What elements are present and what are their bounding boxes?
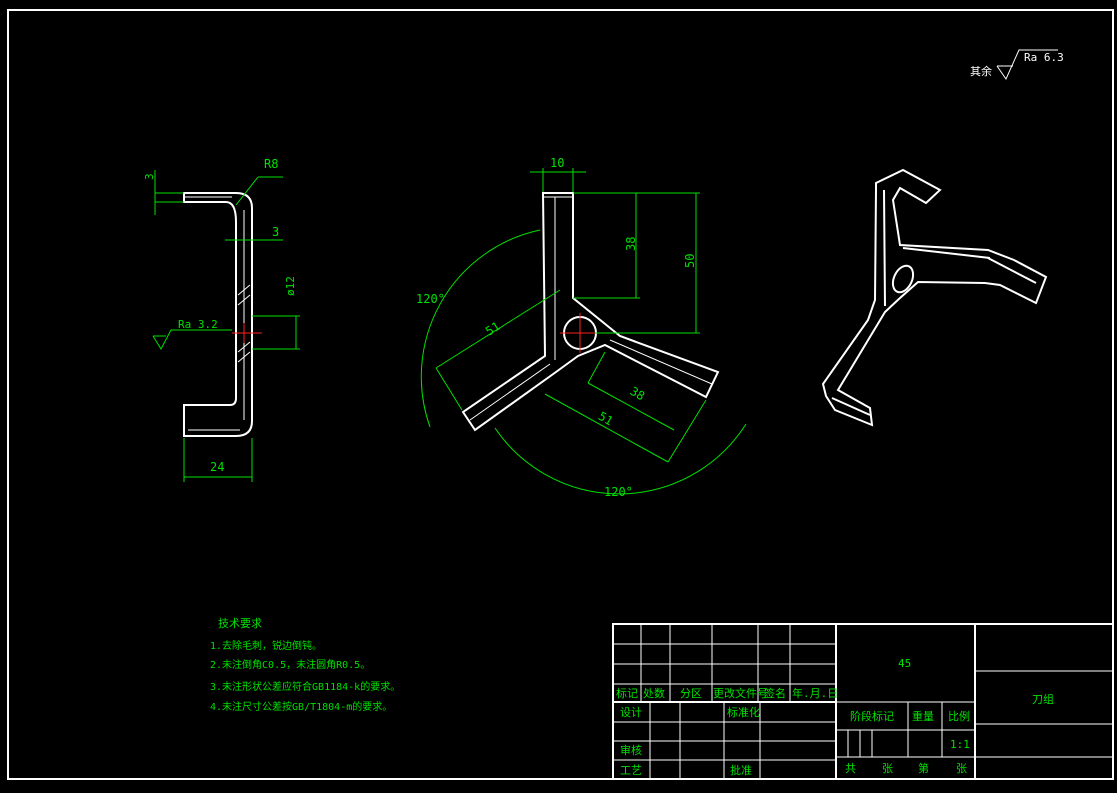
tb-rev-docno: 更改文件号: [713, 686, 768, 700]
side-roughness: Ra 3.2: [178, 318, 218, 331]
front-dim-50-vertical: 50: [683, 254, 697, 268]
tb-stage-mark: 阶段标记: [850, 709, 894, 723]
side-dim-width: 24: [210, 460, 224, 474]
tb-review: 审核: [620, 743, 642, 757]
side-dim-thickness-web: 3: [272, 225, 279, 239]
front-dim-angle-left: 120°: [416, 292, 445, 306]
tb-rev-zone: 分区: [680, 687, 702, 700]
side-view-outline: [183, 192, 253, 437]
tb-scale: 比例: [948, 709, 970, 723]
tech-requirements: 技术要求 1.去除毛刺，锐边倒钝。 2.未注倒角C0.5，未注圆角R0.5。 3…: [210, 617, 400, 713]
front-dim-51-bottom: 51: [596, 409, 616, 428]
side-dim-hole-dia: ø12: [284, 276, 297, 296]
front-dim-38-vertical: 38: [624, 237, 638, 251]
side-dim-bend-radius: R8: [264, 157, 278, 171]
tb-standardize: 标准化: [727, 705, 760, 719]
tb-rev-count: 处数: [643, 687, 665, 700]
surface-note: 其余 Ra 6.3: [970, 49, 1064, 81]
tech-title: 技术要求: [218, 617, 262, 630]
tb-rev-mark: 标记: [616, 686, 638, 700]
front-dim-38-bottom: 38: [628, 384, 648, 403]
tb-total: 共: [845, 762, 856, 775]
tech-item-3: 3.未注形状公差应符合GB1184-k的要求。: [210, 680, 400, 693]
front-view-outline: [461, 192, 720, 432]
tb-material: 45: [898, 657, 911, 670]
tech-item-4: 4.未注尺寸公差按GB/T1804-m的要求。: [210, 700, 392, 713]
tb-page: 第: [918, 761, 929, 775]
title-block: 标记 处数 分区 更改文件号 签名 年.月.日 设计 标准化 审核 工艺 批准 …: [612, 623, 1114, 780]
tb-sheets-1: 张: [882, 762, 893, 775]
front-view: 10 38 50 120° 120° 51 51 38: [416, 156, 747, 499]
tb-scale-value: 1:1: [950, 738, 970, 751]
tb-part-name: 刀组: [1032, 692, 1054, 706]
surface-note-label: 其余: [970, 64, 992, 78]
roughness-symbol: [996, 49, 1058, 81]
drawing-border: [7, 9, 1114, 780]
front-dim-angle-bottom: 120°: [604, 485, 633, 499]
tech-item-1: 1.去除毛刺，锐边倒钝。: [210, 639, 322, 652]
front-dim-arm-width: 10: [550, 156, 564, 170]
side-dim-thickness-top: 3: [143, 173, 156, 180]
tb-rev-sign: 签名: [764, 686, 786, 700]
front-dim-51-left: 51: [483, 319, 503, 339]
tb-design: 设计: [620, 706, 642, 719]
tb-sheets-2: 张: [956, 762, 967, 775]
tb-weight: 重量: [912, 709, 934, 723]
tb-rev-date: 年.月.日: [792, 686, 838, 700]
tech-item-2: 2.未注倒角C0.5，未注圆角R0.5。: [210, 658, 370, 671]
isometric-view: [821, 168, 1048, 427]
side-roughness-symbol: [152, 329, 232, 351]
tb-process: 工艺: [620, 764, 642, 777]
tb-approve: 批准: [730, 763, 752, 777]
side-view: 3 R8 3 ø12 Ra 3.2 24: [143, 157, 300, 482]
surface-note-ra: Ra 6.3: [1024, 51, 1064, 64]
